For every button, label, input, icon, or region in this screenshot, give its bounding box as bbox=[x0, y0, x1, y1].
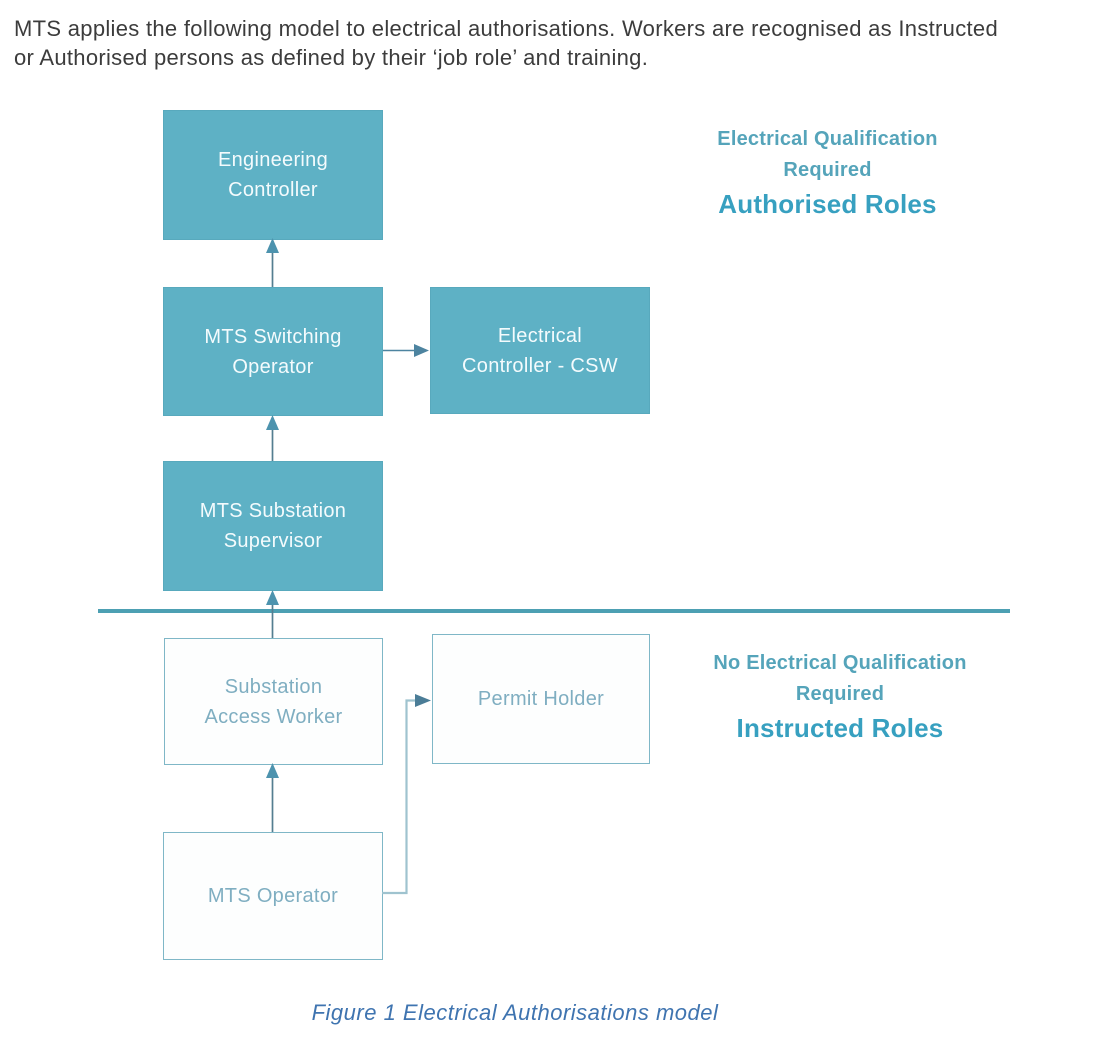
arrow-switching-to-electrical-controller bbox=[383, 344, 429, 357]
label-line: Controller bbox=[228, 179, 318, 201]
arrow-operator-to-permit-holder bbox=[382, 694, 431, 895]
label-line: Electrical bbox=[497, 324, 583, 347]
label-line: Engineering bbox=[217, 149, 329, 171]
label-line: MTS Switching bbox=[204, 325, 342, 348]
figure-caption: Figure 1 Electrical Authorisations model bbox=[311, 1000, 719, 1025]
arrow-access-worker-to-supervisor bbox=[266, 590, 279, 638]
box-label: Engineering Controller bbox=[218, 145, 328, 205]
label-line: Substation bbox=[224, 675, 323, 698]
box-electrical-controller-csw: Electrical Controller - CSW bbox=[430, 287, 650, 414]
label-line: Operator bbox=[232, 355, 314, 378]
legend-qualification-line: No Electrical Qualification bbox=[713, 652, 967, 674]
legend-qualification-line: Electrical Qualification bbox=[717, 128, 938, 150]
label-line: MTS Substation bbox=[199, 500, 347, 522]
box-label: MTS Substation Supervisor bbox=[200, 496, 347, 556]
arrow-supervisor-to-switching bbox=[266, 415, 279, 461]
box-label: Permit Holder bbox=[478, 684, 604, 714]
box-mts-operator: MTS Operator bbox=[163, 832, 383, 960]
label-line: Controller - CSW bbox=[462, 354, 618, 377]
intro-line-1: MTS applies the following model to elect… bbox=[14, 16, 999, 41]
box-label: MTS Switching Operator bbox=[204, 322, 341, 382]
legend-authorised: Electrical Qualification Required Author… bbox=[650, 124, 1005, 221]
legend-role-title: Instructed Roles bbox=[736, 713, 944, 743]
box-mts-switching-operator: MTS Switching Operator bbox=[163, 287, 383, 416]
label-line: Supervisor bbox=[223, 530, 323, 552]
intro-paragraph: MTS applies the following model to elect… bbox=[14, 14, 998, 72]
legend-qualification-line: Required bbox=[783, 159, 872, 181]
intro-line-2: or Authorised persons as defined by thei… bbox=[14, 45, 649, 70]
box-mts-substation-supervisor: MTS Substation Supervisor bbox=[163, 461, 383, 591]
arrow-operator-to-access-worker bbox=[266, 763, 279, 832]
box-engineering-controller: Engineering Controller bbox=[163, 110, 383, 240]
legend-role-title: Authorised Roles bbox=[718, 189, 937, 219]
label-line: Permit Holder bbox=[477, 688, 605, 710]
arrow-switching-to-engineering bbox=[266, 238, 279, 287]
box-label: MTS Operator bbox=[208, 881, 338, 911]
box-label: Electrical Controller - CSW bbox=[462, 321, 618, 381]
authorised-instructed-divider bbox=[98, 609, 1010, 613]
label-line: Access Worker bbox=[204, 705, 343, 728]
legend-instructed: No Electrical Qualification Required Ins… bbox=[665, 648, 1015, 745]
legend-qualification-line: Required bbox=[795, 683, 885, 705]
box-substation-access-worker: Substation Access Worker bbox=[164, 638, 383, 765]
box-permit-holder: Permit Holder bbox=[432, 634, 650, 764]
label-line: MTS Operator bbox=[207, 885, 339, 907]
box-label: Substation Access Worker bbox=[204, 672, 342, 732]
